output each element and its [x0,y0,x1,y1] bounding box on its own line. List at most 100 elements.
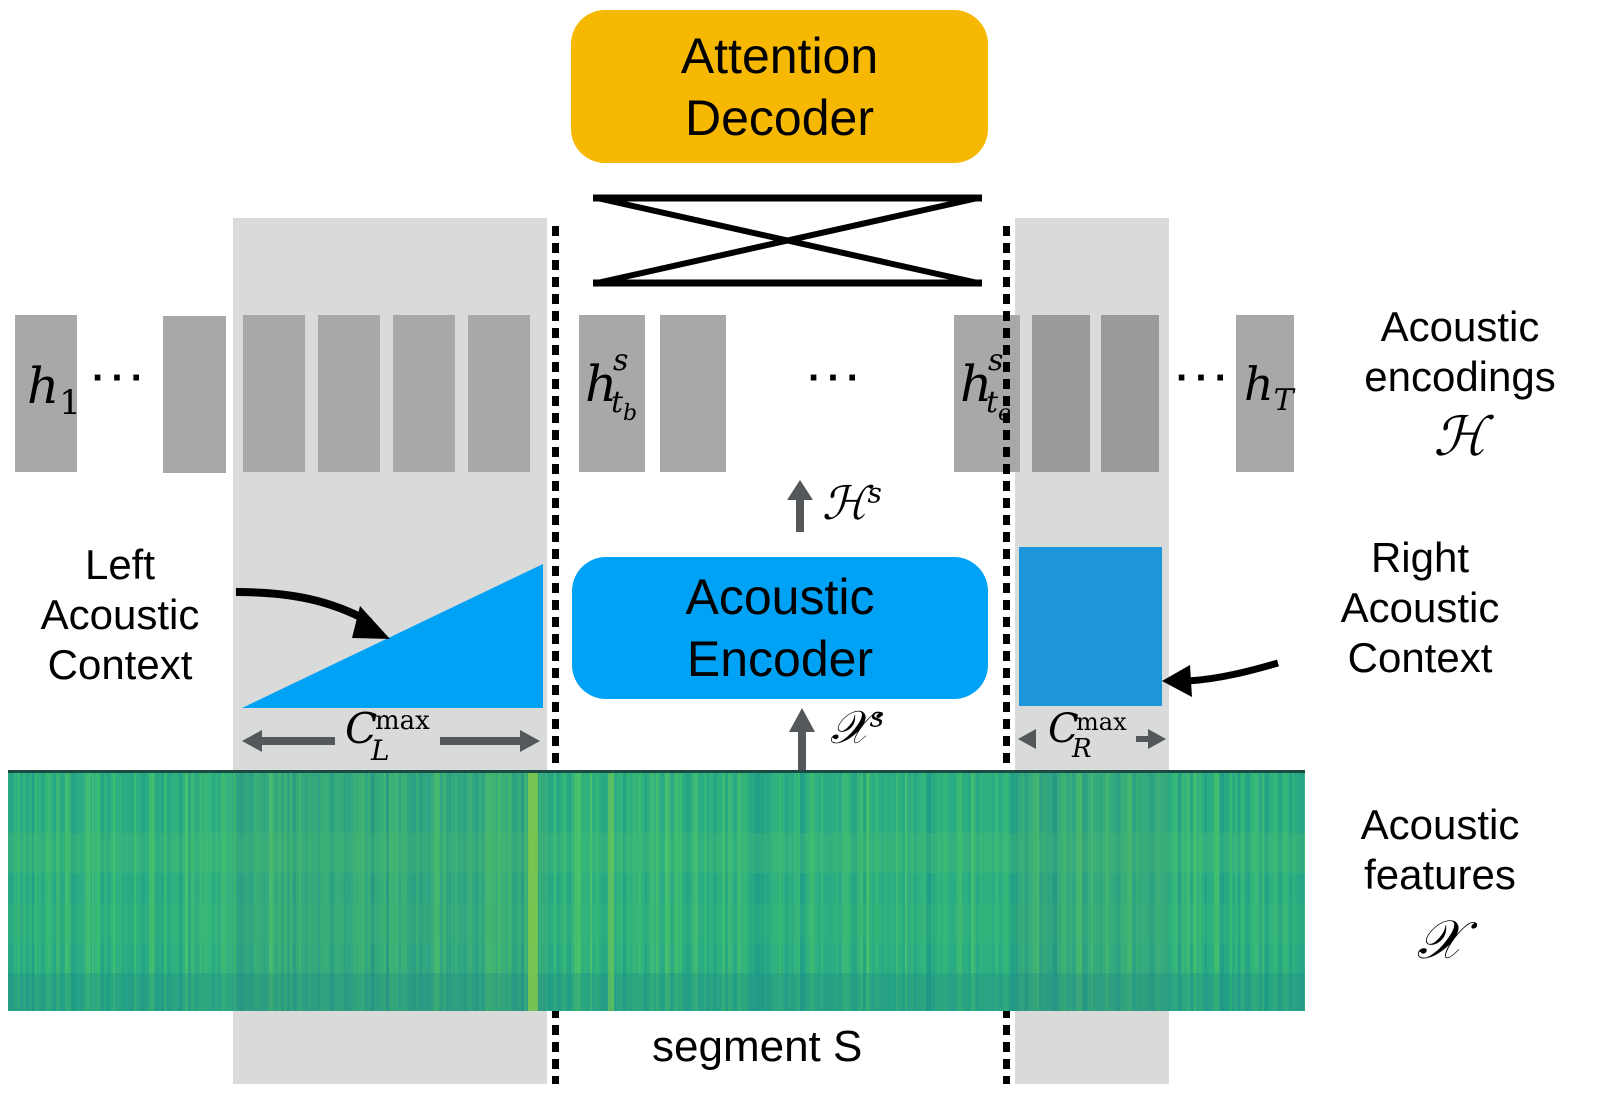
spectrogram-streak [1268,773,1270,1011]
spectrogram-streak [857,773,859,1011]
spectrogram-streak [593,773,598,1011]
spectrogram-streak [299,773,301,1011]
spectrogram-streak [869,773,872,1011]
spectrogram-streak [686,773,690,1011]
h1-symbol: h1 [27,357,81,423]
context-overlay [233,773,547,1011]
spectrogram-streak [161,773,164,1011]
spectrogram-streak [791,773,795,1011]
spectrogram-streak [569,773,572,1011]
spectrogram-streak [1205,773,1207,1011]
spectrogram-streak [443,773,447,1011]
spectrogram-streak [233,773,236,1011]
spectrogram-streak [59,773,63,1011]
spectrogram-streak [950,773,955,1011]
spectrogram-streak [794,773,796,1011]
spectrogram-streak [1172,773,1176,1011]
acoustic-encoder-box: Acoustic Encoder [572,557,988,699]
spectrogram-streak [446,773,448,1011]
spectrogram-streak [809,773,814,1011]
spectrogram-streak [503,773,505,1011]
spectrogram-streak [875,773,880,1011]
spectrogram-streak [341,773,345,1011]
spectrogram-streak [185,773,190,1011]
segment-boundary-right [1003,226,1010,1084]
spectrogram-streak [365,773,367,1011]
spectrogram-streak [1022,773,1024,1011]
spectrogram-streak [278,773,283,1011]
ellipsis-middle: ··· [808,356,866,400]
spectrogram-streak [578,773,581,1011]
spectrogram-streak [911,773,914,1011]
spectrogram-streak [737,773,741,1011]
spectrogram-streak [1118,773,1120,1011]
spectrogram-streak [644,773,649,1011]
spectrogram-streak [908,773,913,1011]
spectrogram-streak [1106,773,1109,1011]
spectrogram-streak [1253,773,1256,1011]
encoding-block-left-context [393,315,455,472]
spectrogram-streak [560,773,565,1011]
spectrogram-streak [1151,773,1155,1011]
spectrogram-streak [353,773,356,1011]
spectrogram-streak [53,773,58,1011]
spectrogram-streak [38,773,42,1011]
spectrogram-streak [572,773,576,1011]
spectrogram-streak [113,773,115,1011]
spectrogram-streak [749,773,754,1011]
encoding-block-left-context [468,315,530,472]
spectrogram-streak [713,773,718,1011]
spectrogram-streak [281,773,285,1011]
curved-arrow-icon [1162,659,1279,697]
decoder-label-line1: Attention [680,27,879,84]
spectrogram-streak [332,773,334,1011]
spectrogram-streak [1235,773,1237,1011]
spectrogram-streak [755,773,760,1011]
spectrogram-streak [812,773,815,1011]
spectrogram-streak [1127,773,1131,1011]
spectrogram-streak [698,773,700,1011]
acoustic-features-symbol: 𝒳 [1416,908,1464,971]
spectrogram-streak [407,773,411,1011]
spectrogram-streak [743,773,746,1011]
spectrogram-streak [1094,773,1096,1011]
spectrogram-streak [872,773,877,1011]
encoding-block [163,316,226,473]
spectrogram-streak [1298,773,1302,1011]
spectrogram-streak [1040,773,1043,1011]
spectrogram-streak [716,773,721,1011]
spectrogram-streak [1241,773,1245,1011]
spectrogram-streak [722,773,725,1011]
spectrogram-streak [476,773,478,1011]
spectrogram-streak [464,773,466,1011]
spectrogram-streak [1202,773,1204,1011]
spectrogram-streak [521,773,525,1011]
spectrogram-streak [221,773,226,1011]
spectrogram-streak [377,773,379,1011]
spectrogram-streak [1028,773,1030,1011]
spectrogram-streak [827,773,832,1011]
spectrogram-streak [188,773,191,1011]
spectrogram-streak [1019,773,1021,1011]
spectrogram-streak [1067,773,1069,1011]
spectrogram-streak [653,773,658,1011]
spectrogram-streak [1232,773,1235,1011]
spectrogram-streak [302,773,307,1011]
spectrogram-streak [368,773,370,1011]
spectrogram-streak [242,773,247,1011]
spectrogram-streak [311,773,313,1011]
spectrogram-streak [65,773,68,1011]
spectrogram-streak [428,773,433,1011]
spectrogram-streak [14,773,16,1011]
spectrogram-streak [347,773,352,1011]
spectrogram-streak [938,773,940,1011]
spectrogram-streak [449,773,451,1011]
spectrogram-streak [239,773,243,1011]
spectrogram-streak [1091,773,1093,1011]
spectrogram-streak [170,773,172,1011]
ellipsis-right: ··· [1176,356,1234,400]
spectrogram-streak [614,773,616,1011]
spectrogram-streak [800,773,804,1011]
spectrogram-streak [104,773,107,1011]
spectrogram-streak [200,773,202,1011]
